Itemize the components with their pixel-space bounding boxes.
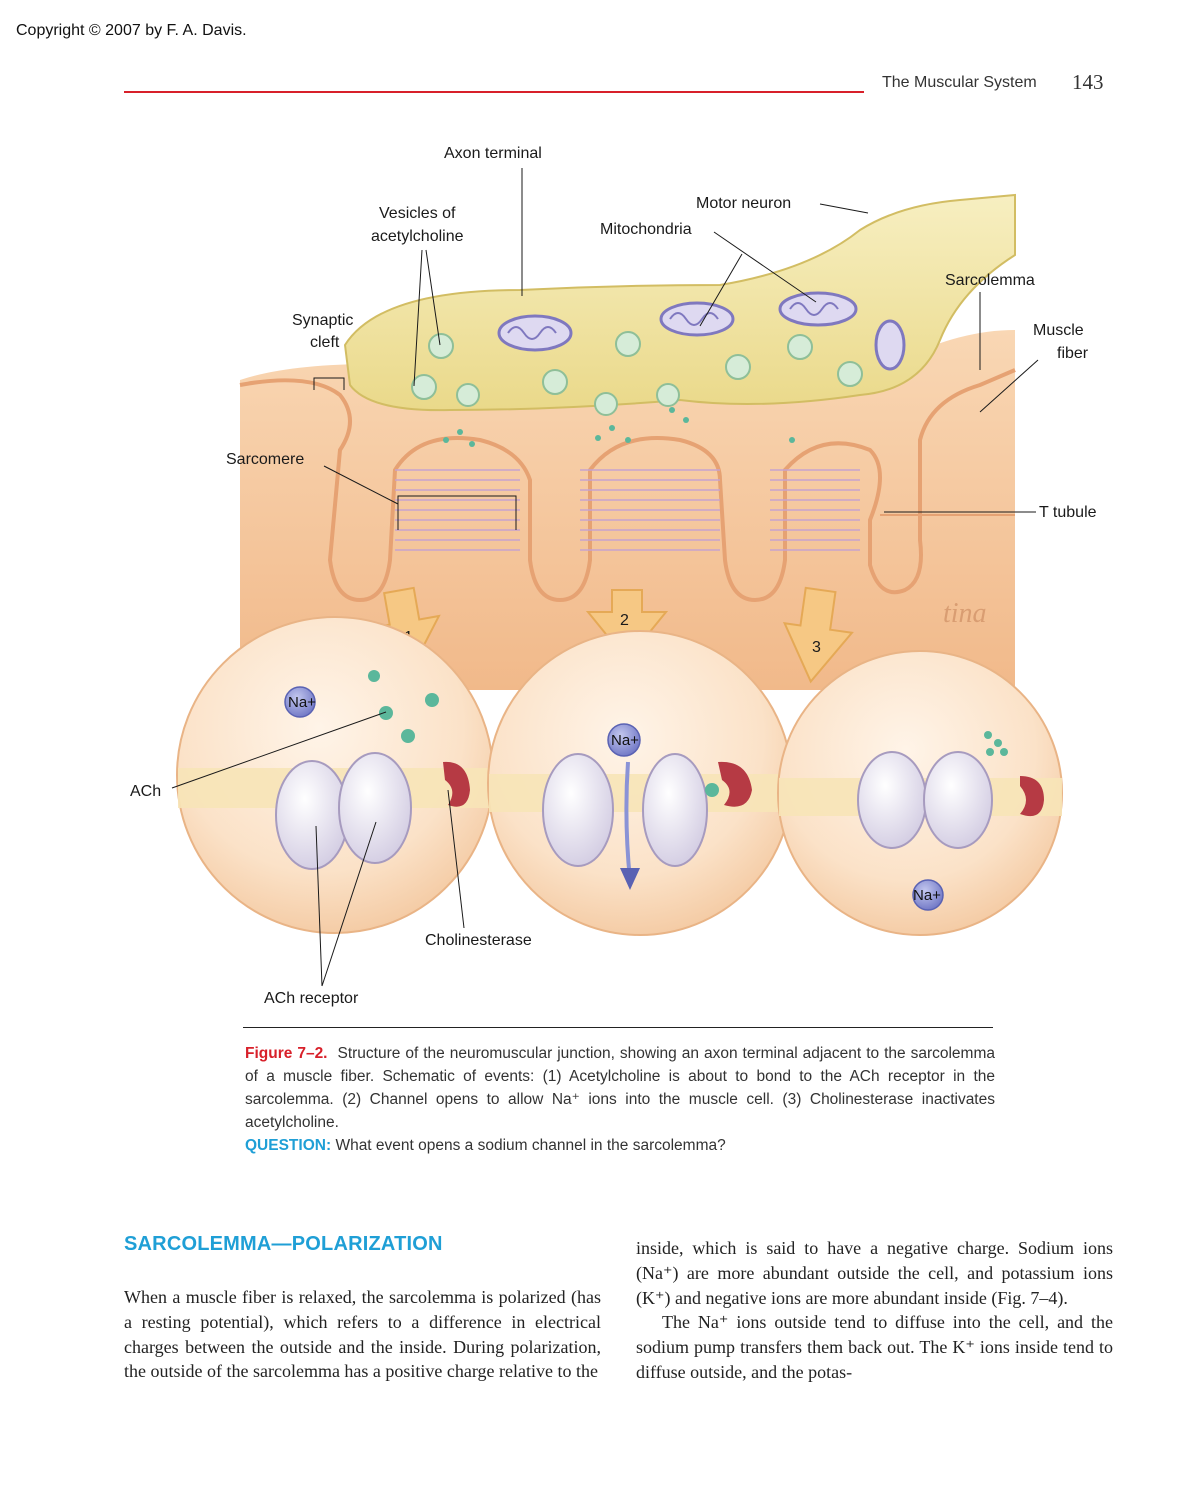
left-paragraph: When a muscle fiber is relaxed, the sarc… [124, 1287, 601, 1382]
step-number-2: 2 [620, 612, 629, 629]
label-muscle-line2: fiber [1057, 345, 1089, 362]
acetylcholine-vesicles [411, 331, 863, 416]
detail-circle-1 [176, 616, 494, 934]
figure-caption: Figure 7–2.Structure of the neuromuscula… [245, 1042, 995, 1157]
running-head: The Muscular System [882, 74, 1037, 91]
label-synaptic-line2: cleft [310, 334, 340, 351]
mitochondria [497, 291, 906, 371]
question-label: QUESTION: [245, 1137, 332, 1154]
label-sarcolemma: Sarcolemma [945, 272, 1035, 289]
label-sarcomere: Sarcomere [226, 451, 304, 468]
leader-lines [171, 168, 1039, 987]
illustrator-signature: tina [943, 598, 987, 629]
page-number: 143 [1072, 70, 1104, 94]
label-vesicles-line2: acetylcholine [371, 228, 464, 245]
header-rule [124, 91, 864, 93]
section-heading: SARCOLEMMA—POLARIZATION [124, 1233, 443, 1255]
neuromuscular-junction-figure: 1 2 3 Na+ Na+ Na+ tina [130, 145, 1097, 1007]
label-t-tubule: T tubule [1039, 504, 1097, 521]
sodium-ion-label-3: Na+ [913, 887, 941, 904]
question-text: What event opens a sodium channel in the… [335, 1137, 726, 1154]
released-acetylcholine [443, 407, 795, 447]
detail-circle-2 [487, 630, 793, 936]
figure-number: Figure 7–2. [245, 1045, 328, 1062]
right-column: inside, which is said to have a negative… [636, 1236, 1113, 1385]
copyright-notice: Copyright © 2007 by F. A. Davis. [16, 22, 247, 39]
right-paragraph-2: The Na⁺ ions outside tend to diffuse int… [636, 1312, 1113, 1382]
label-synaptic-line1: Synaptic [292, 312, 353, 329]
sodium-ion-label-1: Na+ [288, 694, 316, 711]
label-cholinesterase: Cholinesterase [425, 932, 532, 949]
label-ach-receptor: ACh receptor [264, 990, 359, 1007]
detail-circle-3 [777, 650, 1063, 936]
label-axon-terminal: Axon terminal [444, 145, 542, 162]
axon-terminal [343, 193, 1016, 412]
label-motor-neuron: Motor neuron [696, 195, 791, 212]
sarcomere-striations [395, 469, 860, 551]
label-mitochondria: Mitochondria [600, 221, 692, 238]
left-column: When a muscle fiber is relaxed, the sarc… [124, 1285, 601, 1384]
step-number-3: 3 [812, 639, 821, 656]
label-vesicles-line1: Vesicles of [379, 205, 456, 222]
label-ach: ACh [130, 783, 161, 800]
sodium-ion-label-2: Na+ [611, 732, 639, 749]
caption-rule [243, 1027, 993, 1028]
label-muscle-line1: Muscle [1033, 322, 1084, 339]
right-paragraph-1: inside, which is said to have a negative… [636, 1238, 1113, 1308]
caption-text: Structure of the neuromuscular junction,… [245, 1045, 995, 1131]
